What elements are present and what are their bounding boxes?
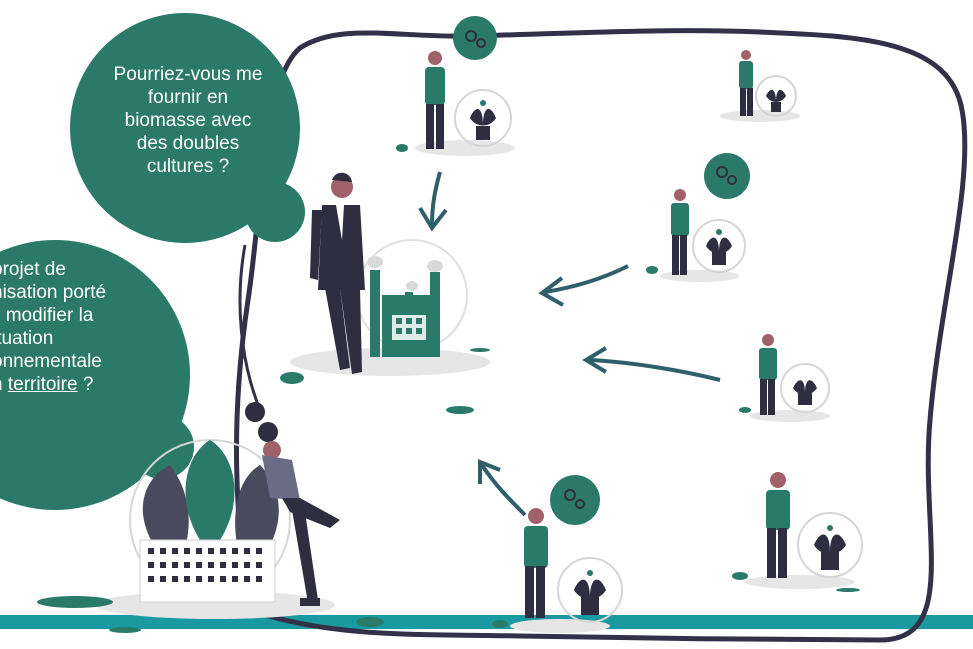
bottom-band: [0, 615, 973, 629]
arrow-left-upper: [544, 264, 629, 294]
woman-figure: [245, 402, 340, 606]
bubble-left-last-line: n territoire ?: [0, 373, 152, 396]
bubble-left-line: projet de: [0, 259, 66, 280]
person-figure: [766, 472, 790, 578]
bubble-top-line: des doubles: [136, 133, 240, 154]
grass-decoration: [37, 144, 860, 633]
businessman-figure: [310, 172, 365, 374]
bubble-left-line: il modifier la: [0, 305, 94, 326]
bubble-left-line: ituation: [0, 328, 54, 349]
bubble-top-line: biomasse avec: [124, 110, 252, 131]
bubble-left-line: onnementale: [0, 351, 102, 372]
arrow-head: [582, 346, 608, 374]
plant-in-globe-icon: [510, 557, 623, 633]
bubble-top-line: fournir en: [147, 87, 229, 108]
plant-in-globe-icon: [720, 75, 800, 122]
gears-icon: [704, 153, 750, 199]
city-building-icon: [95, 439, 335, 619]
arrow-up-left: [480, 463, 527, 517]
bubble-left-line: nisation porté: [0, 282, 107, 303]
connector-line: [238, 244, 262, 411]
bubble-top-line: Pourriez-vous me: [113, 64, 263, 85]
plant-in-globe-icon: [745, 512, 863, 589]
arrow-down: [430, 171, 442, 226]
person-figure: [739, 50, 753, 116]
gears-icon: [453, 16, 497, 60]
person-figure: [524, 508, 548, 618]
person-figure: [759, 334, 777, 415]
arrow-left-middle: [589, 358, 721, 382]
person-figure: [425, 51, 445, 149]
speech-bubble-left: [0, 240, 194, 510]
gears-icon: [550, 475, 600, 525]
arrow-head: [418, 206, 448, 232]
arrow-head: [538, 276, 564, 307]
bubble-top-text: Pourriez-vous me fournir en biomasse ave…: [88, 63, 288, 178]
territoire-link[interactable]: territoire: [7, 374, 78, 395]
bubble-left-suffix: ?: [77, 374, 94, 395]
speech-bubble-top: [70, 13, 305, 243]
bubble-top-line: cultures ?: [146, 156, 230, 177]
person-figure: [671, 189, 689, 275]
bubble-left-text: projet de nisation porté il modifier la …: [0, 258, 152, 396]
arrow-head: [478, 459, 501, 484]
bubble-left-prefix: n: [0, 374, 8, 395]
